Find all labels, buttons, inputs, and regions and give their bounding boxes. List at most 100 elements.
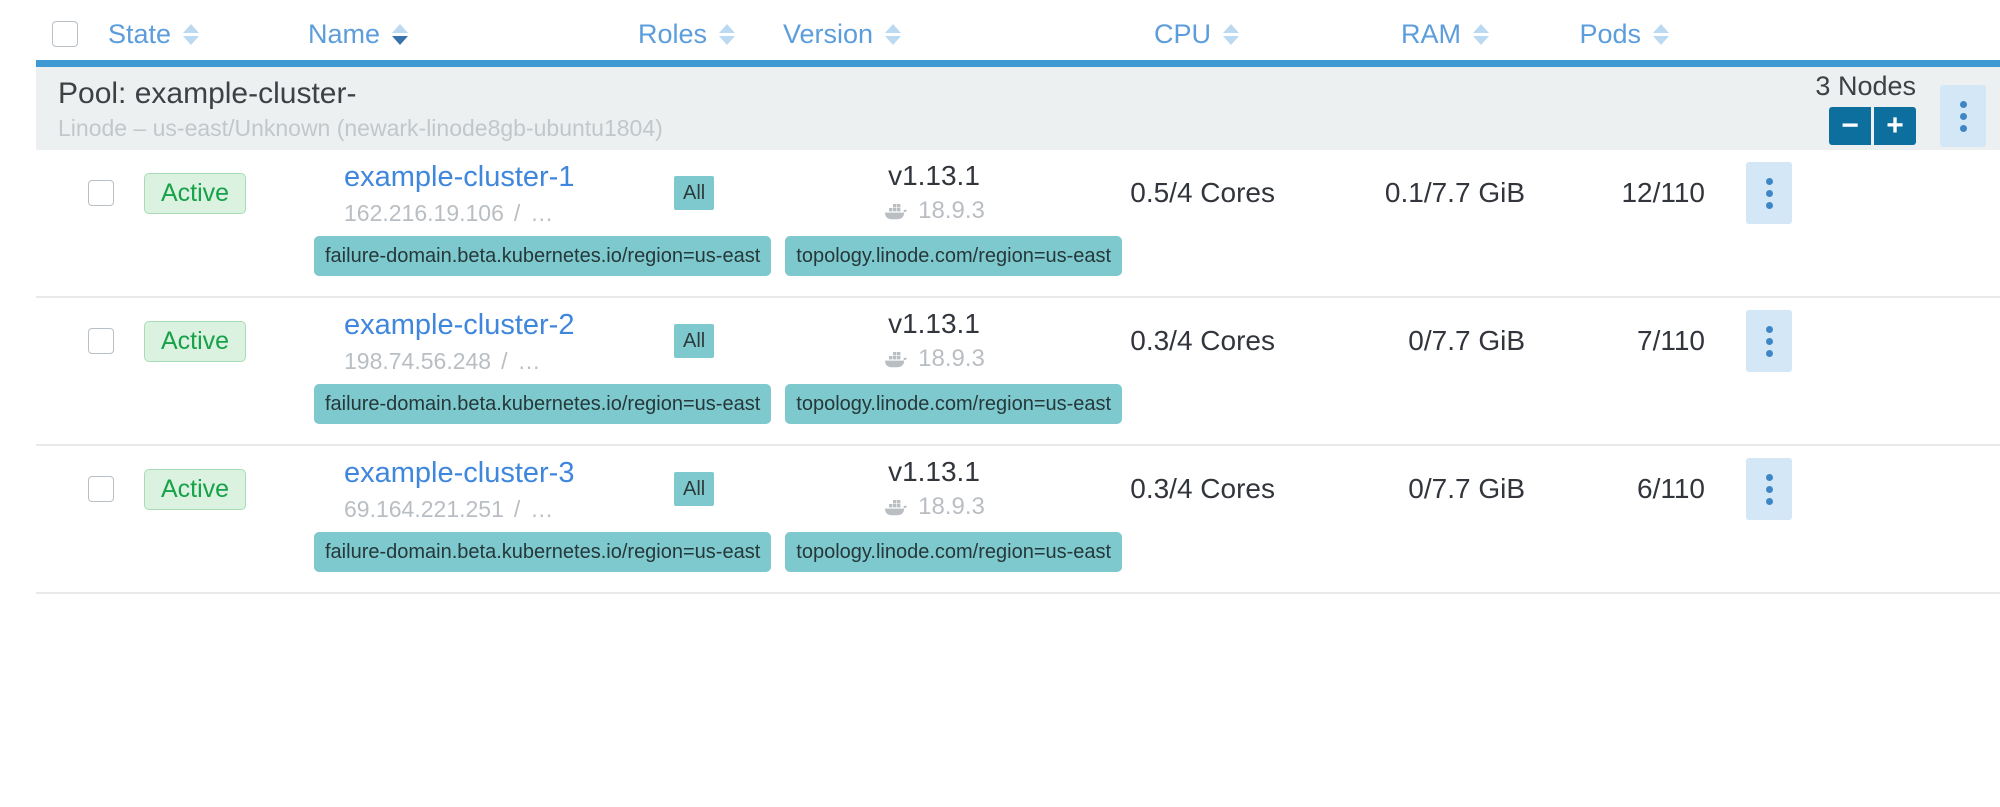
- docker-version-wrap: 18.9.3: [883, 345, 985, 373]
- ram-value: 0/7.7 GiB: [1408, 473, 1525, 504]
- role-chip: All: [674, 324, 715, 358]
- pool-action-menu-button[interactable]: [1940, 85, 1986, 147]
- node-label-chip: topology.linode.com/region=us-east: [785, 384, 1123, 424]
- node-row-main: Active example-cluster-1 162.216.19.106/…: [36, 150, 2000, 236]
- row-checkbox[interactable]: [88, 476, 114, 502]
- kebab-menu-icon: [1765, 189, 1773, 197]
- status-badge: Active: [144, 172, 247, 214]
- node-ip-address: 162.216.19.106/…: [344, 199, 555, 226]
- column-header-ram[interactable]: RAM: [1263, 19, 1513, 50]
- sort-version-icon[interactable]: [885, 19, 902, 49]
- increment-nodes-button[interactable]: +: [1874, 107, 1916, 145]
- node-action-menu-button[interactable]: [1746, 458, 1792, 520]
- node-actions-cell: [1729, 162, 1809, 224]
- column-header-state[interactable]: State: [108, 19, 308, 50]
- node-name-cell: example-cluster-3 69.164.221.251/…: [344, 457, 674, 520]
- node-labels: failure-domain.beta.kubernetes.io/region…: [36, 384, 2000, 438]
- pool-node-count: 3 Nodes: [1815, 71, 1916, 101]
- row-checkbox[interactable]: [88, 328, 114, 354]
- row-select-cell: [36, 328, 144, 354]
- kebab-menu-icon: [1765, 201, 1773, 209]
- table-row: Active example-cluster-1 162.216.19.106/…: [36, 150, 2000, 298]
- node-action-menu-button[interactable]: [1746, 310, 1792, 372]
- row-select-cell: [36, 476, 144, 502]
- status-badge: Active: [144, 320, 247, 362]
- ram-value: 0.1/7.7 GiB: [1384, 177, 1525, 208]
- docker-version-wrap: 18.9.3: [883, 197, 985, 225]
- node-name-cell: example-cluster-1 162.216.19.106/…: [344, 161, 674, 224]
- kubernetes-version: v1.13.1: [888, 307, 980, 339]
- node-ram-cell: 0/7.7 GiB: [1299, 473, 1549, 505]
- row-select-cell: [36, 180, 144, 206]
- kubernetes-version: v1.13.1: [888, 159, 980, 191]
- docker-version: 18.9.3: [918, 345, 985, 373]
- sort-ram-icon[interactable]: [1473, 19, 1489, 49]
- node-state-cell: Active: [144, 172, 344, 214]
- column-header-cpu-label[interactable]: CPU: [1153, 18, 1211, 49]
- node-name-link[interactable]: example-cluster-3: [344, 457, 575, 490]
- column-header-roles-label[interactable]: Roles: [638, 18, 708, 49]
- node-cpu-cell: 0.3/4 Cores: [1049, 473, 1299, 505]
- column-header-version[interactable]: Version: [783, 19, 1013, 50]
- node-pods-cell: 12/110: [1549, 177, 1729, 209]
- node-pods-cell: 7/110: [1549, 325, 1729, 357]
- node-name-link[interactable]: example-cluster-2: [344, 309, 575, 342]
- pool-header-row: Pool: example-cluster- Linode – us-east/…: [36, 67, 2000, 150]
- node-row-main: Active example-cluster-2 198.74.56.248/……: [36, 298, 2000, 384]
- node-cpu-cell: 0.5/4 Cores: [1049, 177, 1299, 209]
- pods-value: 7/110: [1637, 325, 1705, 356]
- select-all-checkbox[interactable]: [52, 21, 78, 47]
- sort-roles-icon[interactable]: [719, 19, 736, 49]
- cpu-value: 0.3/4 Cores: [1130, 473, 1275, 504]
- node-name-cell: example-cluster-2 198.74.56.248/…: [344, 309, 674, 372]
- node-labels: failure-domain.beta.kubernetes.io/region…: [36, 532, 2000, 586]
- node-ram-cell: 0.1/7.7 GiB: [1299, 177, 1549, 209]
- node-labels: failure-domain.beta.kubernetes.io/region…: [36, 236, 2000, 290]
- node-name-link[interactable]: example-cluster-1: [344, 161, 575, 194]
- table-header-row: State Name Roles Version CPU RAM Pods: [0, 0, 2000, 60]
- sort-pods-icon[interactable]: [1653, 19, 1669, 49]
- node-rows: Active example-cluster-1 162.216.19.106/…: [0, 150, 2000, 594]
- kebab-menu-icon: [1765, 177, 1773, 185]
- node-label-chip: topology.linode.com/region=us-east: [785, 532, 1123, 572]
- node-ip-address: 69.164.221.251/…: [344, 495, 555, 522]
- column-header-state-label[interactable]: State: [108, 18, 172, 49]
- kebab-menu-icon: [1765, 349, 1773, 357]
- column-header-roles[interactable]: Roles: [638, 19, 783, 50]
- column-header-name[interactable]: Name: [308, 19, 638, 50]
- sort-cpu-icon[interactable]: [1223, 19, 1239, 49]
- kebab-menu-icon: [1959, 112, 1967, 120]
- role-chip: All: [674, 472, 715, 506]
- node-roles-cell: All: [674, 176, 819, 210]
- docker-whale-icon: [883, 498, 909, 517]
- table-row: Active example-cluster-3 69.164.221.251/…: [36, 446, 2000, 594]
- node-label-chip: topology.linode.com/region=us-east: [785, 236, 1123, 276]
- node-pods-cell: 6/110: [1549, 473, 1729, 505]
- row-checkbox[interactable]: [88, 180, 114, 206]
- kebab-menu-icon: [1765, 485, 1773, 493]
- node-ram-cell: 0/7.7 GiB: [1299, 325, 1549, 357]
- column-header-ram-label[interactable]: RAM: [1401, 18, 1461, 49]
- header-divider: [36, 60, 2000, 67]
- pool-info: Pool: example-cluster- Linode – us-east/…: [36, 67, 663, 141]
- node-action-menu-button[interactable]: [1746, 162, 1792, 224]
- pods-value: 12/110: [1621, 177, 1705, 208]
- node-ip-address: 198.74.56.248/…: [344, 347, 542, 374]
- node-label-chip: failure-domain.beta.kubernetes.io/region…: [314, 236, 772, 276]
- kebab-menu-icon: [1765, 325, 1773, 333]
- select-all-header-cell: [0, 21, 108, 47]
- node-version-cell: v1.13.1: [819, 159, 1049, 226]
- column-header-cpu[interactable]: CPU: [1013, 19, 1263, 50]
- node-label-chip: failure-domain.beta.kubernetes.io/region…: [314, 532, 772, 572]
- column-header-name-label[interactable]: Name: [308, 18, 381, 49]
- sort-state-icon[interactable]: [183, 19, 200, 49]
- column-header-pods[interactable]: Pods: [1513, 19, 1693, 50]
- docker-whale-icon: [883, 202, 909, 221]
- sort-name-icon[interactable]: [392, 19, 409, 49]
- column-header-pods-label[interactable]: Pods: [1579, 18, 1641, 49]
- node-roles-cell: All: [674, 472, 819, 506]
- column-header-version-label[interactable]: Version: [783, 18, 874, 49]
- decrement-nodes-button[interactable]: −: [1829, 107, 1871, 145]
- docker-version: 18.9.3: [918, 493, 985, 521]
- node-actions-cell: [1729, 310, 1809, 372]
